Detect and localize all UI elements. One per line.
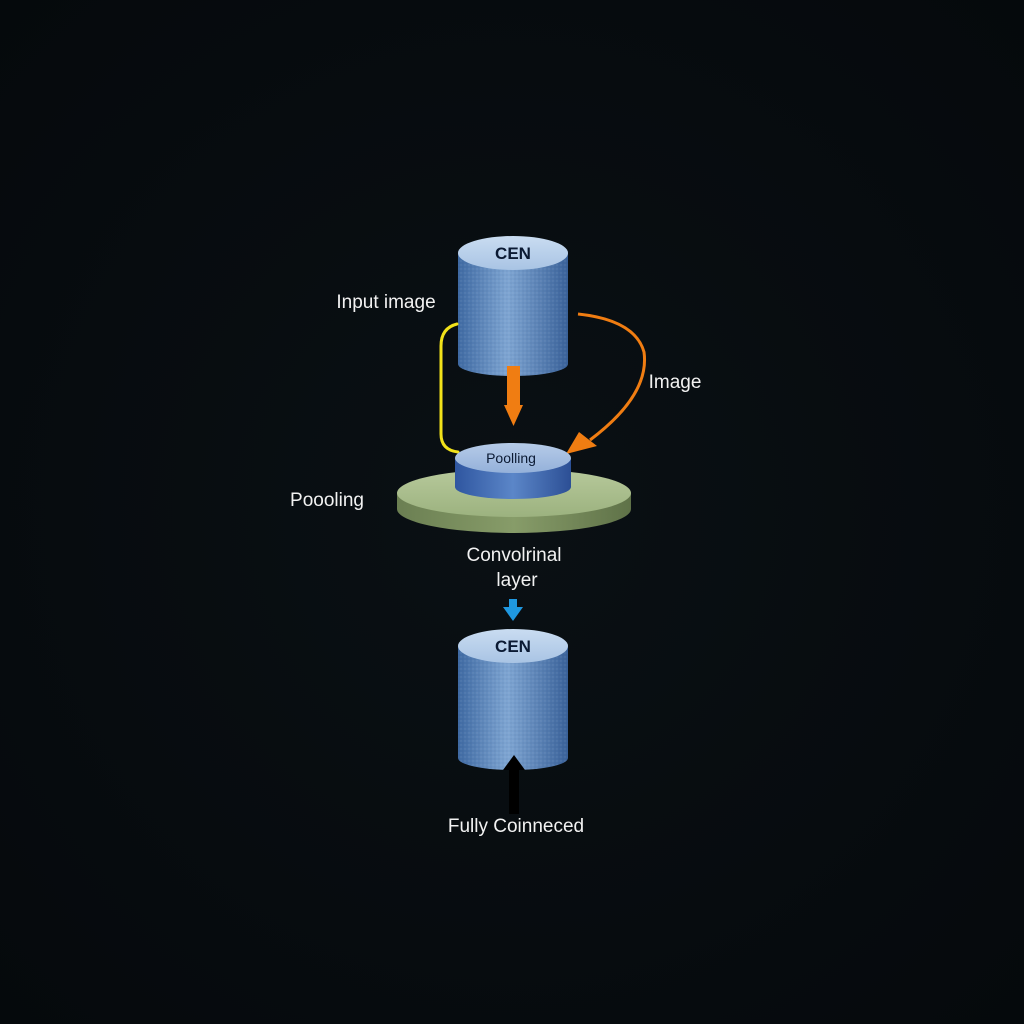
bottom-cylinder: CEN (458, 629, 568, 770)
top-cylinder: CEN (458, 236, 568, 376)
pooling-label: Poooling (290, 490, 364, 511)
blue-down-arrow-icon (503, 599, 523, 621)
fully-connected-label: Fully Coinneced (448, 816, 584, 837)
bottom-cylinder-label: CEN (495, 637, 531, 656)
pooling-block: Poolling (455, 443, 571, 499)
pooling-block-label: Poolling (486, 450, 536, 466)
conv-layer-label-line2: layer (496, 570, 538, 591)
top-cylinder-label: CEN (495, 244, 531, 263)
orange-curved-arrow-icon (566, 312, 647, 454)
image-label: Image (649, 372, 702, 393)
input-image-label: Input image (336, 292, 435, 313)
black-up-arrow-icon (503, 755, 525, 814)
yellow-bracket-icon (439, 322, 460, 454)
orange-down-arrow-icon (504, 366, 523, 426)
conv-layer-label-line1: Convolrinal (466, 545, 561, 566)
